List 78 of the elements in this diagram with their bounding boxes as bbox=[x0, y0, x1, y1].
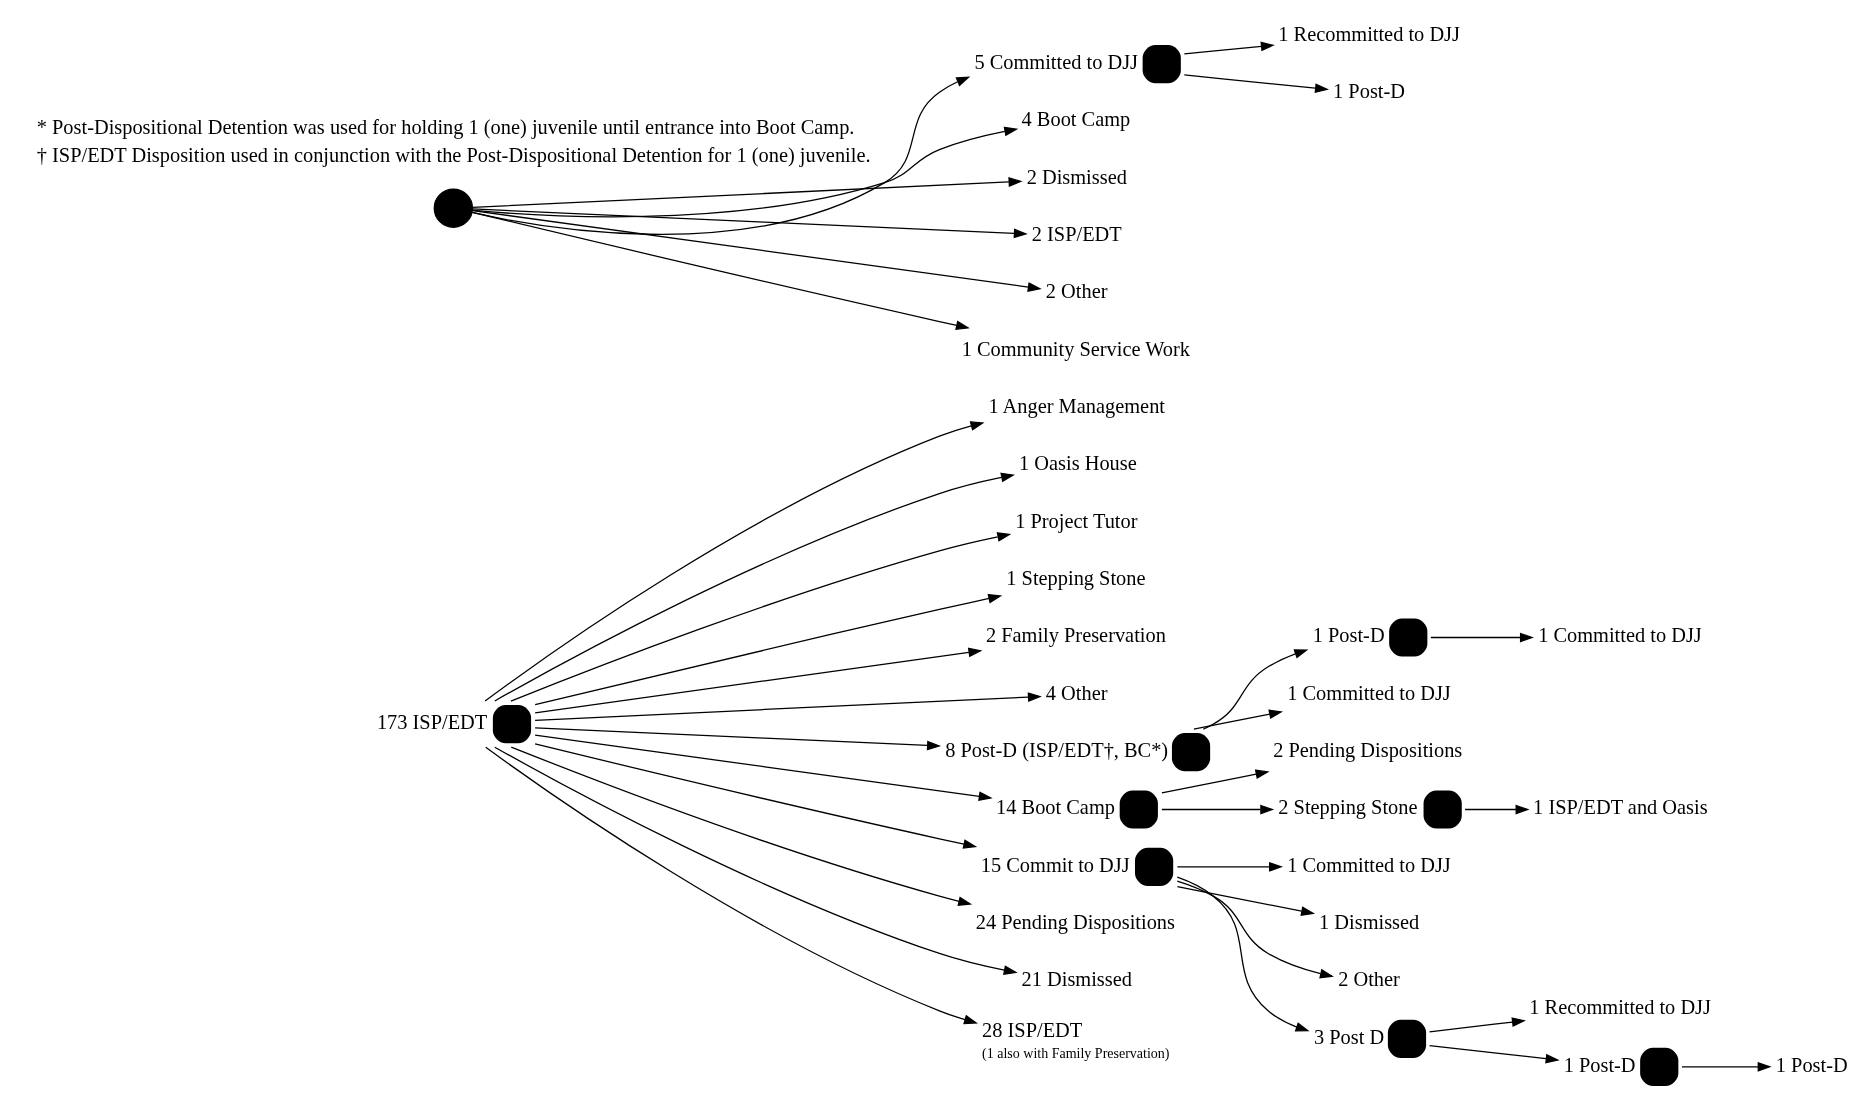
node-text: 1 Post-D bbox=[1332, 80, 1405, 103]
node-circle bbox=[433, 188, 473, 228]
arrow bbox=[533, 743, 977, 849]
arrow bbox=[1183, 41, 1275, 55]
arrow bbox=[1680, 1061, 1772, 1072]
node-label: 3 Post D bbox=[1313, 1025, 1384, 1048]
arrow bbox=[493, 472, 1015, 702]
arrow bbox=[510, 746, 972, 906]
node-circle bbox=[1639, 1047, 1678, 1086]
node-label: 14 Boot Camp bbox=[995, 796, 1115, 819]
arrow bbox=[534, 647, 982, 714]
node-text: 21 Dismissed bbox=[1021, 968, 1132, 991]
node-text: 1 Stepping Stone bbox=[1005, 567, 1146, 590]
node-text: 4 Other bbox=[1045, 681, 1107, 704]
arrow bbox=[1428, 1017, 1526, 1033]
arrow bbox=[471, 177, 1023, 208]
node-text: 24 Pending Dispositions bbox=[975, 911, 1175, 933]
node-text: 4 Boot Camp bbox=[1021, 108, 1130, 131]
arrow bbox=[534, 727, 941, 751]
node-text: 2 Other bbox=[1045, 280, 1107, 303]
node-circle bbox=[1134, 847, 1173, 886]
node-label: 1 Post-D bbox=[1563, 1053, 1636, 1076]
node-circle bbox=[1423, 790, 1462, 829]
arrow bbox=[1463, 804, 1530, 815]
node-label: 1 Post-D bbox=[1312, 624, 1385, 647]
node-text: 1 Community Service Work bbox=[961, 337, 1190, 360]
node-text: 1 Dismissed bbox=[1318, 911, 1419, 933]
arrow bbox=[1160, 804, 1274, 815]
node-text: 2 Other bbox=[1337, 968, 1400, 991]
node-text: 2 Family Preservation bbox=[985, 624, 1166, 647]
node-text: 1 Post-D bbox=[1775, 1053, 1848, 1076]
node-circle bbox=[1119, 790, 1158, 829]
arrow bbox=[509, 532, 1011, 702]
arrow bbox=[1176, 885, 1315, 916]
node-text: 1 Recommitted to DJJ bbox=[1277, 22, 1460, 45]
node-circle bbox=[1387, 1019, 1426, 1058]
arrow bbox=[471, 126, 1018, 218]
node-text: 28 ISP/EDT (1 also with Family Preservation) bbox=[981, 1019, 1170, 1061]
arrow bbox=[1176, 876, 1310, 1032]
arrow bbox=[1202, 649, 1308, 730]
node-text: 1 Oasis House bbox=[1018, 452, 1137, 475]
node-label: 5 Committed to DJJ bbox=[973, 51, 1138, 74]
node-label: 173 ISP/EDT bbox=[376, 710, 487, 733]
node-circle bbox=[492, 705, 531, 744]
node-circle bbox=[1388, 618, 1427, 657]
node-text: 2 Pending Dispositions bbox=[1272, 739, 1462, 761]
node-text: 1 Committed to DJJ bbox=[1286, 681, 1451, 704]
node-text: 1 Project Tutor bbox=[1014, 509, 1137, 532]
arrow bbox=[483, 421, 985, 702]
node-text: 2 ISP/EDT bbox=[1031, 223, 1122, 246]
arrow bbox=[534, 734, 993, 802]
arrow bbox=[471, 209, 1042, 292]
node-text: 1 Committed to DJJ bbox=[1537, 624, 1702, 647]
node-label: 15 Commit to DJJ bbox=[980, 853, 1130, 876]
node-label: 2 Stepping Stone bbox=[1277, 796, 1418, 819]
node-circle bbox=[1171, 733, 1210, 772]
arrow bbox=[471, 208, 1028, 239]
label: † ISP/EDT Disposition used in conjunction with the Post-Dispositional Detention for 1 (one) juvenile. bbox=[36, 144, 871, 167]
arrow bbox=[493, 746, 1018, 975]
arrow bbox=[1183, 74, 1329, 94]
arrow bbox=[1176, 861, 1283, 872]
arrow bbox=[471, 211, 970, 331]
node-text: 2 Dismissed bbox=[1026, 165, 1127, 188]
arrow bbox=[1192, 709, 1283, 730]
node-text: 1 Recommitted to DJJ bbox=[1528, 996, 1711, 1019]
arrow bbox=[1160, 769, 1270, 794]
label: * Post-Dispositional Detention was used for holding 1 (one) juvenile until entrance into Boot Camp. bbox=[36, 115, 854, 138]
node-text: 1 ISP/EDT and Oasis bbox=[1532, 796, 1708, 819]
arrow bbox=[1428, 1044, 1560, 1064]
node-label: 8 Post-D (ISP/EDT†, BC*) bbox=[944, 739, 1168, 761]
node-text: 1 Committed to DJJ bbox=[1286, 853, 1451, 876]
arrow bbox=[1429, 632, 1534, 643]
node-circle bbox=[1142, 45, 1181, 84]
arrow bbox=[534, 593, 1002, 706]
arrow bbox=[484, 746, 978, 1025]
arrow bbox=[534, 692, 1042, 721]
node-text: 1 Anger Management bbox=[987, 395, 1165, 418]
arrow bbox=[1176, 880, 1334, 979]
